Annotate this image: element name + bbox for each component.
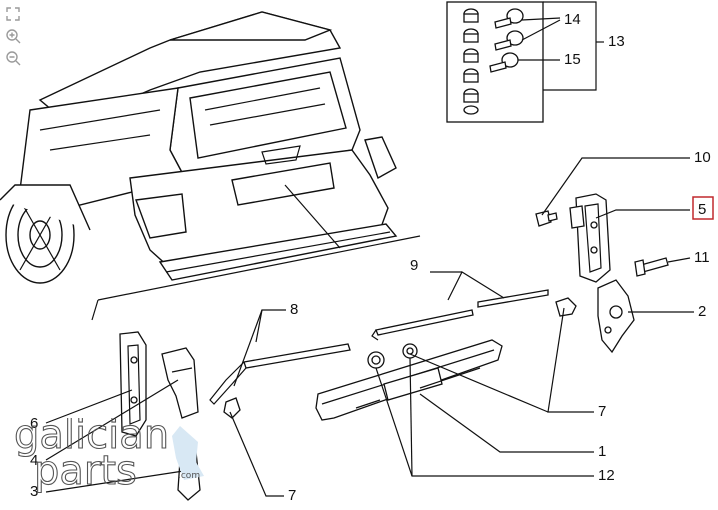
zoom-out-icon[interactable] — [4, 50, 22, 68]
callout-3[interactable]: 3 — [30, 483, 38, 500]
leader-lines — [45, 157, 694, 497]
selected-part-highlight — [692, 196, 714, 220]
callout-9[interactable]: 9 — [410, 257, 418, 274]
hinge-assembly-right — [535, 193, 669, 354]
car-rear-illustration — [0, 11, 421, 321]
callout-1[interactable]: 1 — [598, 443, 606, 460]
fit-screen-icon[interactable] — [4, 6, 22, 24]
callout-6[interactable]: 6 — [30, 415, 38, 432]
callout-15[interactable]: 15 — [564, 51, 581, 68]
callout-14[interactable]: 14 — [564, 11, 581, 28]
callout-10[interactable]: 10 — [694, 149, 711, 166]
callout-13[interactable]: 13 — [608, 33, 625, 50]
callout-4[interactable]: 4 — [30, 452, 38, 469]
callout-7-right[interactable]: 7 — [598, 403, 606, 420]
callout-12[interactable]: 12 — [598, 467, 615, 484]
rear-trim-bar — [315, 339, 503, 421]
plug-set — [463, 8, 479, 115]
callout-labels: 14 13 15 10 5 11 2 9 8 7 1 12 7 6 4 3 — [30, 11, 711, 504]
callout-2[interactable]: 2 — [698, 303, 706, 320]
watermark-line1: galician — [14, 418, 169, 458]
watermark-domain: .com — [178, 471, 200, 481]
callout-11[interactable]: 11 — [694, 249, 710, 266]
zoom-toolbar — [4, 6, 26, 72]
watermark-line2: parts — [34, 448, 137, 494]
galicianparts-watermark-logo: galician parts .com — [13, 418, 204, 495]
rods-9 — [371, 289, 549, 341]
callout-5[interactable]: 5 — [698, 201, 706, 218]
parts-group-13 — [446, 1, 604, 123]
callout-7-left[interactable]: 7 — [288, 487, 296, 504]
callout-8[interactable]: 8 — [290, 301, 298, 318]
key-set — [489, 8, 524, 73]
zoom-in-icon[interactable] — [4, 28, 22, 46]
rod-8 — [209, 343, 351, 419]
